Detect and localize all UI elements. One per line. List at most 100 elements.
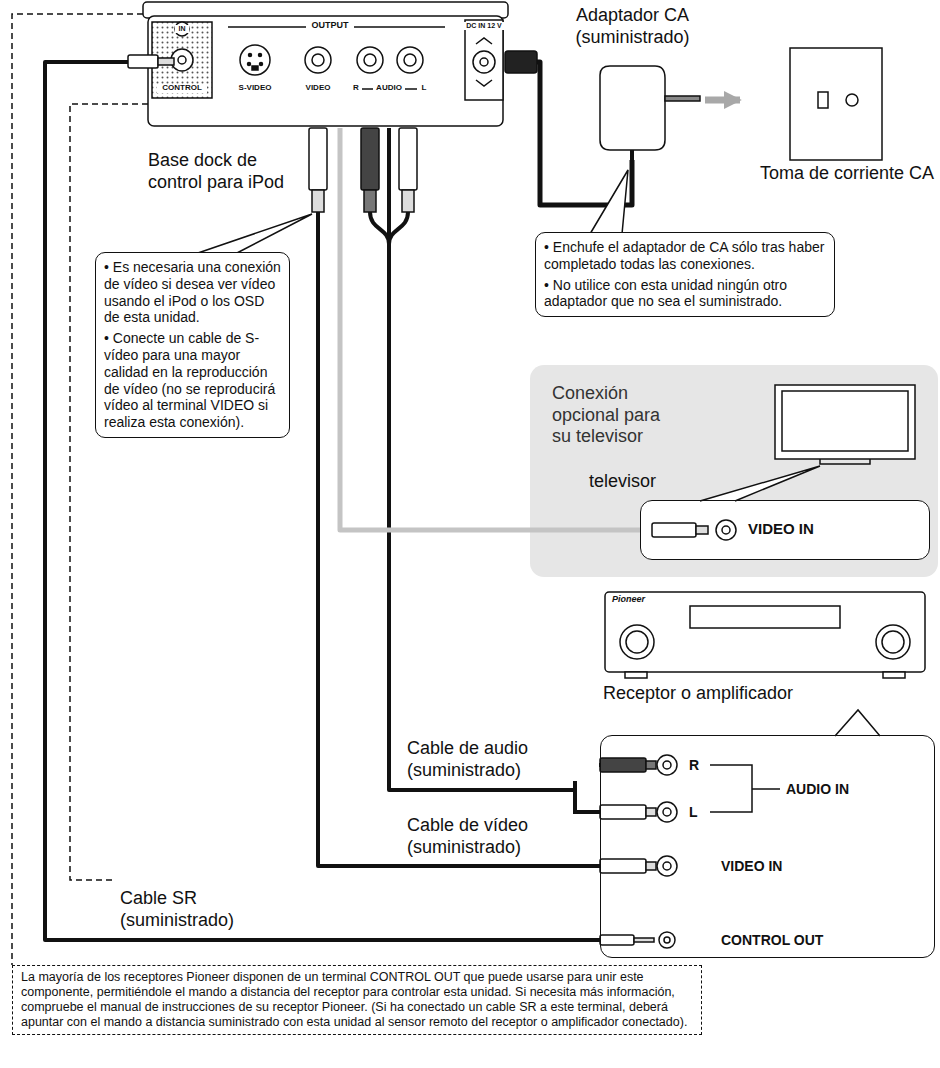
node-text: VIDEO IN (721, 858, 851, 875)
receiver-jacks (663, 808, 671, 816)
wall-outlet-drawing (790, 48, 882, 160)
ipod-dock-drawing (312, 54, 324, 66)
optional-tv-panel: Conexión opcional para su televisor telev… (530, 365, 938, 577)
dock-plugs (128, 51, 537, 244)
receiver-terminals: RLAUDIO INVIDEO INCONTROL OUT (600, 735, 935, 958)
ipod-dock-drawing (305, 47, 331, 73)
ipod-dock-drawing (148, 16, 503, 126)
callout-fill (640, 500, 930, 560)
receiver-drawing (626, 631, 648, 653)
dashed-bracket (12, 14, 148, 965)
jack-label: S-VIDEO (229, 84, 281, 93)
tv-jack (652, 523, 696, 537)
node-text: Toma de corriente CA (740, 163, 934, 185)
wall-outlet: Toma de corriente CA (740, 40, 936, 200)
node-text: televisor (589, 471, 699, 493)
ipod-dock-drawing (178, 56, 186, 64)
jack-label: IN (175, 25, 189, 33)
node-text: CONTROL OUT (721, 932, 871, 949)
receiver-jacks (600, 805, 646, 819)
node-text: Conexión opcional para su televisor (552, 383, 674, 448)
tv-jack (716, 520, 736, 540)
ipod-dock-drawing (143, 2, 508, 126)
receiver: Receptor o amplificador (595, 585, 935, 718)
receiver-jacks (657, 755, 677, 775)
receiver-jacks (663, 761, 671, 769)
receiver-jacks (600, 758, 646, 772)
receiver-jacks (634, 938, 654, 942)
ac-adapter-drawing (590, 170, 628, 234)
ipod-dock-drawing (249, 54, 252, 57)
callout-fill (600, 735, 935, 958)
jack-label: VIDEO (298, 84, 338, 93)
receiver-jacks (664, 937, 670, 943)
ipod-dock-drawing (404, 54, 416, 66)
dock-plugs (128, 55, 158, 68)
dock-plugs (370, 212, 408, 244)
receiver-jacks (575, 790, 600, 812)
ipod-dock: Base dock de control para iPod (143, 0, 508, 128)
node-text: R (689, 757, 711, 774)
ac-adapter-drawing (590, 66, 700, 234)
node-text: • Conecte un cable de S-vídeo para una m… (104, 330, 281, 431)
dock-plugs (399, 128, 417, 190)
ac-adapter-drawing (630, 150, 634, 160)
receiver-drawing (883, 672, 905, 678)
node-text: Base dock de control para iPod (148, 150, 310, 193)
tv-jack (696, 526, 708, 534)
dock-plugs (158, 58, 174, 65)
jack-label: AUDIO (373, 84, 405, 93)
note-box: • Enchufe el adaptador de CA sólo tras h… (535, 232, 835, 317)
ac-adapter-drawing (665, 96, 700, 101)
ac-adapter: Adaptador CA (suministrado) (560, 5, 705, 160)
dashed-bracket (12, 14, 143, 965)
cables (45, 62, 740, 940)
note-box: La mayoría de los receptores Pioneer dis… (12, 965, 702, 1035)
receiver-drawing (605, 592, 925, 672)
ipod-dock-drawing (152, 22, 212, 98)
wall-outlet-drawing (818, 92, 828, 108)
terminal-label: VIDEO IN (748, 521, 858, 538)
node-text: L (689, 804, 711, 821)
ipod-dock-drawing (397, 47, 423, 73)
terminal-label: Pioneer (612, 595, 662, 605)
jack-label: DC IN 12 V (461, 22, 507, 30)
receiver-drawing (876, 625, 910, 659)
node-text: • Es necesaria una conexión de vídeo si … (104, 259, 281, 326)
optional-panel-fill (530, 365, 938, 577)
receiver-jacks (646, 808, 656, 816)
receiver-drawing (605, 592, 925, 736)
ipod-dock-drawing (476, 38, 492, 86)
tv-jack (722, 526, 730, 534)
receiver-jacks (663, 862, 671, 870)
ipod-dock-drawing (480, 58, 488, 66)
dock-plugs (402, 190, 414, 212)
cable (705, 97, 740, 104)
cable-label: Cable de audio (suministrado) (405, 738, 599, 781)
ipod-dock-drawing (260, 63, 263, 66)
receiver-drawing (835, 710, 880, 736)
note-box: • Es necesaria una conexión de vídeo si … (95, 252, 290, 438)
tv-drawing (700, 466, 820, 501)
node-text: Adaptador CA (suministrado) (560, 5, 705, 48)
note-pointer (195, 214, 312, 254)
receiver-jacks (657, 802, 677, 822)
jack-label: R (351, 84, 361, 93)
ac-adapter-drawing (600, 66, 665, 150)
dock-plugs (505, 51, 537, 73)
receiver-drawing (690, 606, 840, 628)
ipod-dock-drawing (252, 66, 258, 70)
note-pointer (195, 214, 312, 254)
receiver-drawing (882, 631, 904, 653)
cable (389, 128, 600, 790)
ipod-dock-drawing (465, 20, 503, 100)
ipod-dock-drawing (240, 45, 270, 75)
receiver-jacks (600, 935, 634, 945)
ipod-dock-drawing (473, 51, 495, 73)
wall-outlet-drawing (846, 94, 858, 106)
dock-plugs (309, 128, 327, 190)
ipod-dock-drawing (364, 54, 376, 66)
node-text: La mayoría de los receptores Pioneer dis… (21, 970, 693, 1030)
tv-drawing (782, 391, 908, 451)
